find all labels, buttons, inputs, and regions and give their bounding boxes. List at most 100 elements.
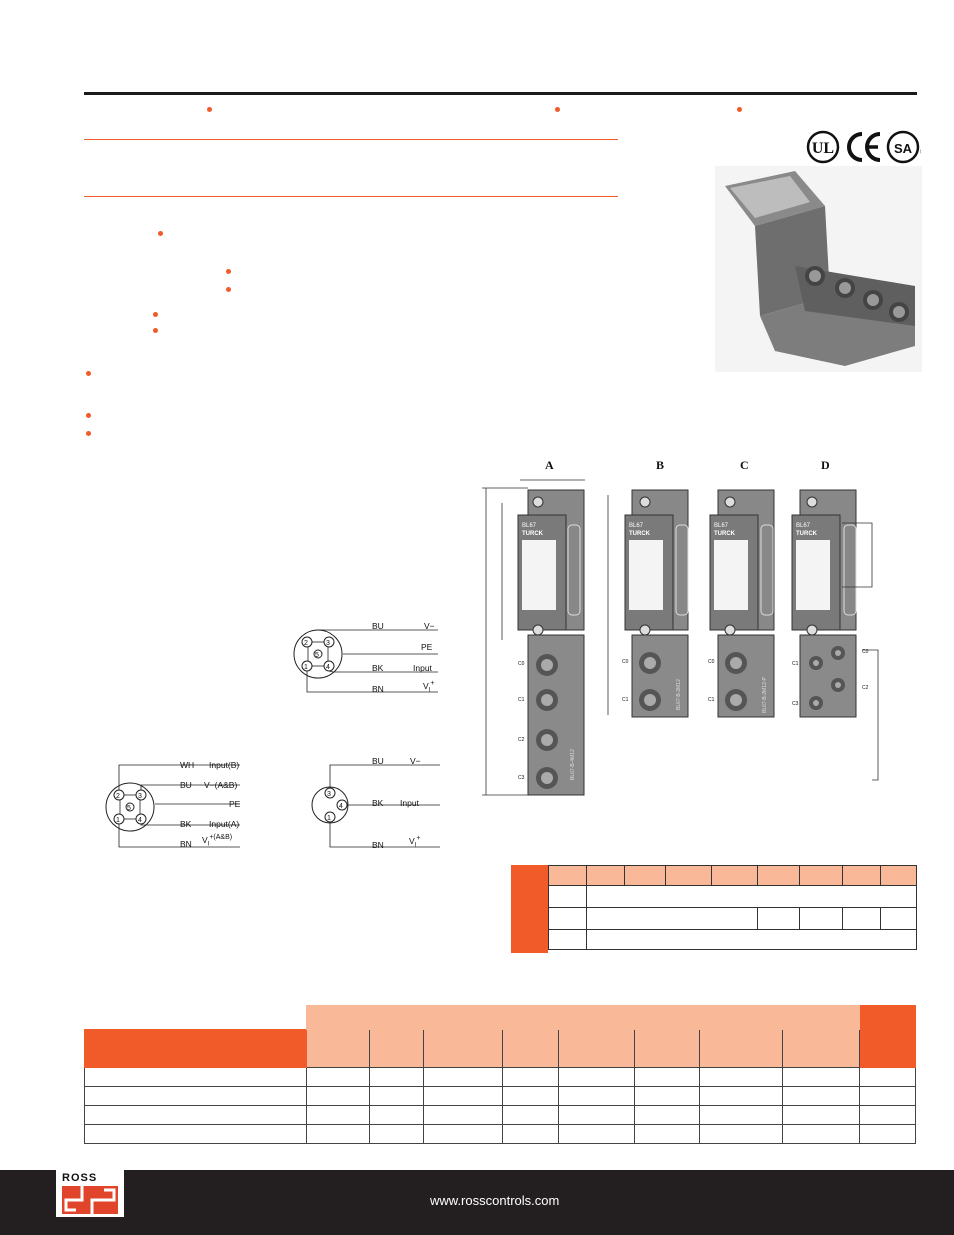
svg-text:1: 1 bbox=[116, 817, 120, 824]
dimension-table-header bbox=[511, 865, 548, 953]
module-c: BL67 TURCK C0 C1 BL67-B-2M12-P bbox=[708, 489, 775, 718]
svg-text:C0: C0 bbox=[862, 649, 869, 655]
svg-text:3: 3 bbox=[327, 791, 331, 798]
website-link[interactable]: www.rosscontrols.com bbox=[430, 1193, 560, 1208]
svg-text:5: 5 bbox=[315, 652, 319, 659]
feature-bullet bbox=[86, 431, 91, 436]
ce-logo-icon bbox=[847, 132, 881, 162]
footer-bar bbox=[0, 1170, 954, 1235]
module-label-c: C bbox=[740, 458, 749, 472]
svg-text:C0: C0 bbox=[622, 659, 629, 665]
svg-text:C0: C0 bbox=[518, 661, 525, 667]
feature-bullet bbox=[153, 312, 158, 317]
svg-text:1: 1 bbox=[327, 815, 331, 822]
svg-text:C2: C2 bbox=[862, 685, 869, 691]
wire-signal: Input bbox=[400, 798, 419, 808]
svg-text:BL67: BL67 bbox=[714, 523, 729, 529]
wire-signal: VI+ bbox=[423, 680, 435, 694]
wire-color: BK bbox=[372, 798, 384, 808]
wire-signal: VI+ bbox=[409, 835, 421, 849]
feature-bullet bbox=[153, 328, 158, 333]
svg-text:BL67-B-2M12-P: BL67-B-2M12-P bbox=[762, 676, 768, 713]
wire-signal: V− bbox=[410, 756, 421, 766]
header-bullet bbox=[555, 107, 560, 112]
wire-signal: PE bbox=[421, 642, 433, 652]
svg-text:C2: C2 bbox=[518, 737, 525, 743]
svg-text:C0: C0 bbox=[708, 659, 715, 665]
svg-text:3: 3 bbox=[138, 793, 142, 800]
svg-text:C1: C1 bbox=[708, 697, 715, 703]
wire-signal: V− bbox=[424, 621, 435, 631]
svg-text:C3: C3 bbox=[792, 701, 799, 707]
svg-text:2: 2 bbox=[116, 793, 120, 800]
wire-signal: PE bbox=[229, 799, 241, 809]
svg-text:®: ® bbox=[920, 149, 921, 156]
svg-text:TURCK: TURCK bbox=[796, 531, 818, 537]
feature-bullet bbox=[86, 371, 91, 376]
svg-text:4: 4 bbox=[326, 664, 330, 671]
module-d: BL67 TURCK C1 C3 C0 C2 bbox=[791, 489, 879, 781]
wire-color: BK bbox=[180, 819, 192, 829]
feature-bullet bbox=[226, 287, 231, 292]
svg-text:BL67: BL67 bbox=[522, 523, 537, 529]
header-rule bbox=[84, 92, 917, 95]
svg-text:BL67: BL67 bbox=[796, 523, 811, 529]
svg-text:TURCK: TURCK bbox=[522, 531, 544, 537]
svg-text:BL67-B-2M12: BL67-B-2M12 bbox=[676, 679, 682, 710]
module-label-d: D bbox=[821, 458, 830, 472]
svg-text:C1: C1 bbox=[518, 697, 525, 703]
svg-text:C3: C3 bbox=[518, 775, 525, 781]
ross-logo-text: ROSS bbox=[62, 1172, 98, 1184]
svg-text:BL67-B-4M12: BL67-B-4M12 bbox=[570, 749, 576, 780]
csa-logo-icon: SA ® bbox=[886, 130, 921, 164]
svg-text:TURCK: TURCK bbox=[629, 531, 651, 537]
module-b: BL67 TURCK C0 C1 BL67-B-2M12 bbox=[622, 489, 689, 718]
wire-color: BN bbox=[372, 684, 384, 694]
section-rule-bottom bbox=[84, 196, 618, 197]
svg-text:1: 1 bbox=[304, 664, 308, 671]
module-drawings: BL67 TURCK C0 C1 C2 C3 BL67-B-4M12 BL67 … bbox=[482, 479, 879, 796]
feature-bullet bbox=[86, 413, 91, 418]
svg-text:5: 5 bbox=[127, 805, 131, 812]
feature-bullet bbox=[226, 269, 231, 274]
section-rule-top bbox=[84, 139, 618, 140]
wiring-m12-5pin: 2 3 5 1 4 bbox=[293, 629, 438, 693]
product-photo bbox=[715, 166, 922, 372]
module-a: BL67 TURCK C0 C1 C2 C3 BL67-B-4M12 bbox=[517, 489, 585, 796]
wiring-m8-3pin: 3 4 1 bbox=[311, 764, 440, 848]
wire-signal: VI+(A&B) bbox=[202, 834, 233, 848]
certification-logos: UL SA ® bbox=[806, 130, 921, 164]
module-label-b: B bbox=[656, 458, 665, 472]
wire-color: BN bbox=[372, 840, 384, 850]
ross-logo[interactable]: ROSS bbox=[56, 1170, 124, 1217]
wire-color: BU bbox=[372, 756, 384, 766]
wire-signal: V−(A&B) bbox=[204, 780, 238, 790]
svg-text:C1: C1 bbox=[792, 661, 799, 667]
svg-text:TURCK: TURCK bbox=[714, 531, 736, 537]
ordering-table bbox=[83, 1005, 916, 1144]
svg-text:SA: SA bbox=[894, 141, 913, 156]
wire-color: BN bbox=[180, 839, 192, 849]
wiring-m12-dual: 2 3 5 1 4 bbox=[105, 764, 240, 848]
svg-text:C1: C1 bbox=[622, 697, 629, 703]
wire-color: BU bbox=[372, 621, 384, 631]
wire-color: BK bbox=[372, 663, 384, 673]
svg-text:2: 2 bbox=[304, 640, 308, 647]
wire-color: BU bbox=[180, 780, 192, 790]
header-bullet bbox=[207, 107, 212, 112]
ul-logo-icon: UL bbox=[806, 130, 840, 164]
wire-signal: Input(B) bbox=[209, 760, 240, 770]
header-bullet bbox=[737, 107, 742, 112]
module-label-a: A bbox=[545, 458, 554, 472]
ross-logo-icon bbox=[62, 1186, 118, 1214]
dimension-table bbox=[548, 865, 918, 950]
svg-text:BL67: BL67 bbox=[629, 523, 644, 529]
svg-text:3: 3 bbox=[326, 640, 330, 647]
wire-signal: Input bbox=[413, 663, 432, 673]
feature-bullet bbox=[158, 231, 163, 236]
svg-text:4: 4 bbox=[339, 803, 343, 810]
wire-color: WH bbox=[180, 760, 195, 770]
wire-signal: Input(A) bbox=[209, 819, 240, 829]
svg-text:4: 4 bbox=[138, 817, 142, 824]
svg-text:UL: UL bbox=[812, 140, 834, 157]
